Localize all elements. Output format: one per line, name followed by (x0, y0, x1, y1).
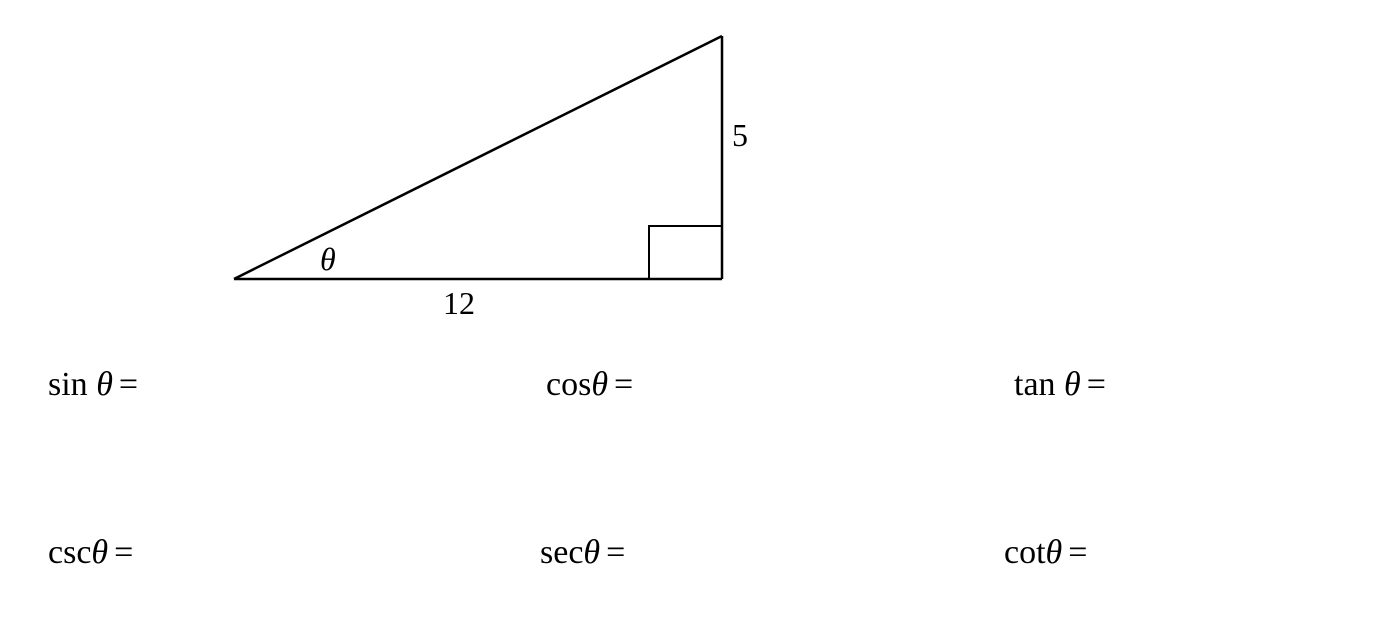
equals-sign: = (1086, 366, 1106, 403)
equals-sign: = (1068, 534, 1088, 571)
csc-theta-expression: cscθ= (48, 536, 133, 570)
sec-function-label: sec (540, 534, 584, 571)
opposite-length-label: 5 (732, 117, 748, 153)
right-triangle-diagram: θ 12 5 (233, 34, 748, 321)
csc-function-label: csc (48, 534, 92, 571)
cot-theta-expression: cotθ= (1004, 536, 1087, 570)
equals-sign: = (614, 366, 634, 403)
sin-function-label: sin (48, 366, 88, 403)
equals-sign: = (118, 366, 139, 403)
right-angle-marker (648, 225, 722, 279)
theta-variable: θ (1064, 366, 1081, 403)
adjacent-length-label: 12 (443, 285, 475, 321)
theta-variable: θ (96, 366, 113, 403)
theta-variable: θ (591, 366, 609, 403)
sec-theta-expression: secθ= (540, 536, 625, 570)
equals-sign: = (114, 534, 134, 571)
tan-theta-expression: tan θ= (1014, 368, 1106, 402)
equals-sign: = (606, 534, 626, 571)
cot-function-label: cot (1004, 534, 1046, 571)
sin-theta-expression: sin θ= (48, 368, 138, 402)
theta-variable: θ (1045, 534, 1063, 571)
theta-variable: θ (91, 534, 109, 571)
hypotenuse-line (233, 34, 723, 281)
cos-function-label: cos (546, 366, 592, 403)
angle-theta-label: θ (320, 241, 336, 277)
cos-theta-expression: cosθ= (546, 368, 633, 402)
tan-function-label: tan (1014, 366, 1056, 403)
theta-variable: θ (583, 534, 601, 571)
